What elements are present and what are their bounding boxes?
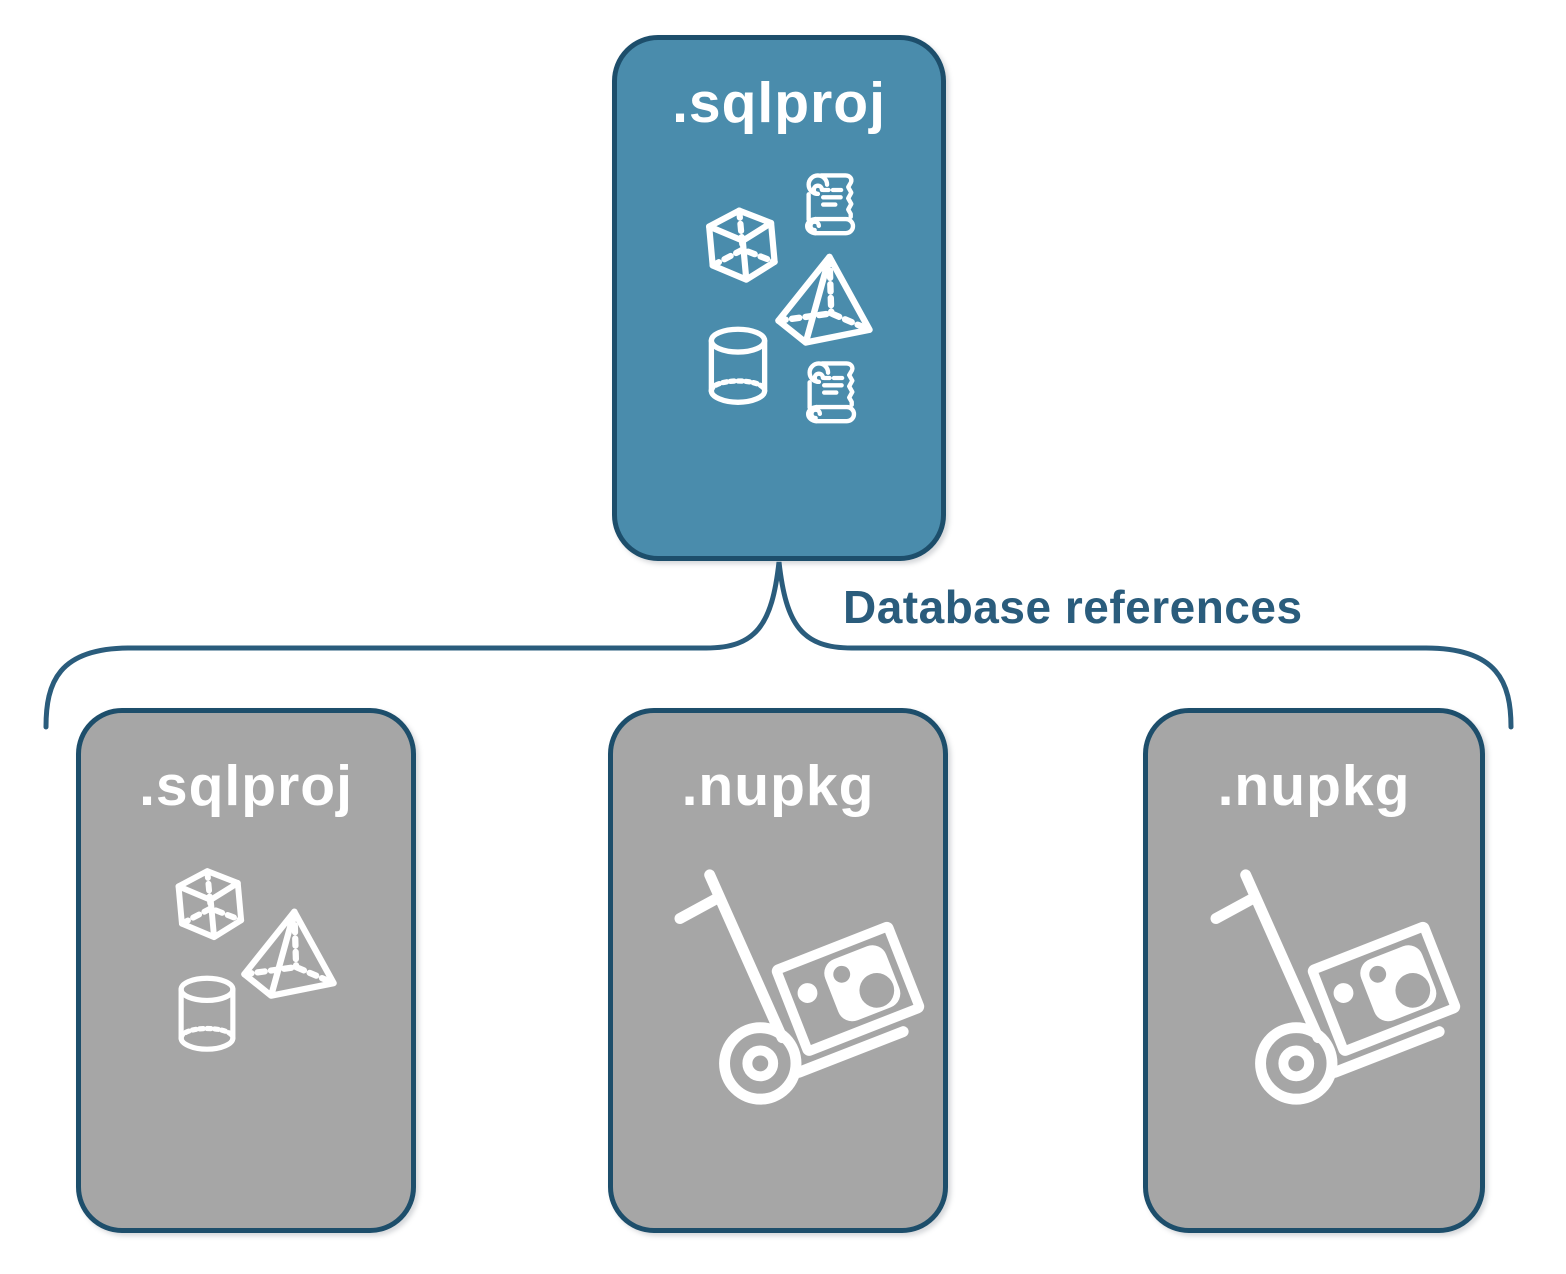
child-box-title: .nupkg — [1217, 754, 1411, 818]
cylinder-icon — [708, 326, 768, 405]
root-box-title: .sqlproj — [672, 71, 886, 135]
handtruck-package-icon — [1210, 869, 1461, 1105]
script-scroll-icon — [806, 361, 857, 424]
cube-icon — [175, 868, 245, 941]
cylinder-icon — [178, 975, 236, 1052]
pyramid-icon — [775, 253, 873, 346]
root-sqlproj-box: .sqlproj — [612, 35, 946, 561]
child-nupkg-box-2: .nupkg — [1143, 708, 1485, 1233]
child-nupkg-box-1: .nupkg — [608, 708, 948, 1233]
child-box-title: .nupkg — [681, 754, 875, 818]
handtruck-package-icon — [674, 869, 925, 1105]
pyramid-icon — [241, 908, 337, 999]
cube-icon — [706, 207, 778, 283]
child-sqlproj-box: .sqlproj — [76, 708, 416, 1233]
script-scroll-icon — [805, 173, 856, 236]
connector-label: Database references — [843, 581, 1303, 633]
child-box-title: .sqlproj — [139, 754, 353, 818]
